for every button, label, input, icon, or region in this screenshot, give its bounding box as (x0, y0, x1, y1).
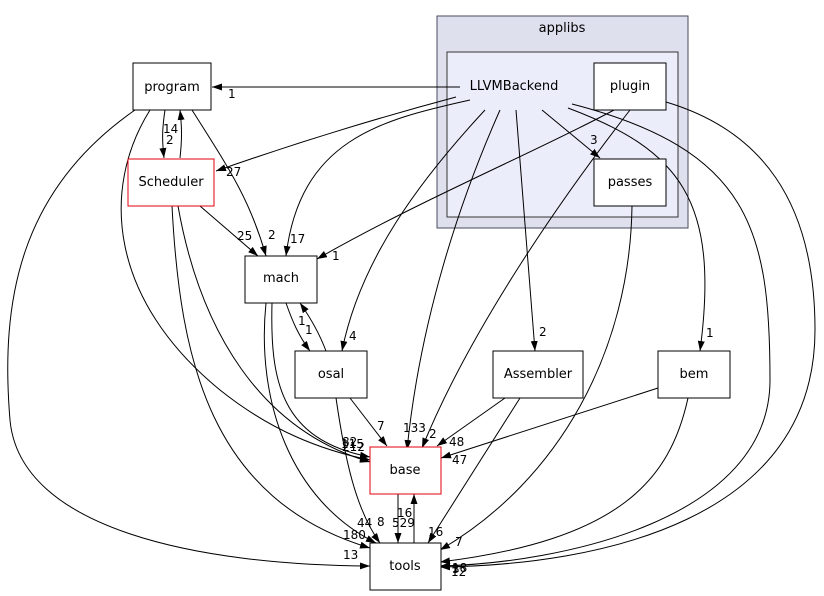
edge-label-scheduler-tools: 180 (343, 528, 366, 542)
edge-llvmbackend-osal[interactable] (340, 109, 486, 352)
edge-label-program-tools: 13 (343, 548, 358, 562)
edge-plugin-mach[interactable] (316, 109, 615, 260)
edge-label-llvmbackend-passes: 3 (590, 133, 598, 147)
edge-label-llvmbackend-tools: 18 (452, 561, 467, 575)
edge-label-llvmbackend-osal: 4 (349, 329, 357, 343)
node-passes-label: passes (608, 175, 653, 190)
edge-label-plugin-mach: 1 (332, 249, 340, 263)
edge-llvmbackend-bem[interactable] (567, 107, 706, 352)
node-assembler[interactable]: Assembler (492, 350, 584, 399)
node-base-label: base (390, 463, 421, 478)
edge-llvmbackend-scheduler[interactable] (215, 96, 457, 172)
edge-label-bem-tools: 7 (455, 535, 463, 549)
edge-scheduler-program[interactable] (177, 109, 185, 159)
edge-label-scheduler-program: 14 (163, 122, 178, 136)
edge-label-osal-base: 7 (377, 419, 385, 433)
edge-label-osal-mach: 1 (298, 314, 306, 328)
edge-osal-base[interactable] (349, 397, 388, 447)
node-bem-label: bem (680, 367, 709, 382)
edge-label-bem-base: 47 (452, 453, 467, 467)
node-assembler-label: Assembler (504, 367, 573, 382)
edge-program-tools[interactable] (7, 109, 371, 570)
edge-llvmbackend-passes[interactable] (541, 109, 601, 159)
edge-label-llvmbackend-mach: 17 (290, 232, 305, 246)
edge-program-base[interactable] (120, 109, 371, 462)
edge-scheduler-tools[interactable] (171, 205, 371, 549)
edge-llvmbackend-base[interactable] (404, 109, 501, 451)
cluster-applibs-label: applibs (539, 21, 586, 36)
edge-label-tools-base: 16 (397, 506, 412, 520)
edge-label-osal-tools: 8 (377, 515, 385, 529)
edge-assembler-base[interactable] (436, 397, 506, 447)
node-scheduler-label: Scheduler (138, 175, 204, 190)
edge-mach-tools[interactable] (263, 302, 377, 544)
edge-label-mach-base: 212 (342, 440, 365, 454)
edge-plugin-tools[interactable] (439, 101, 816, 571)
edge-label-llvmbackend-scheduler: 27 (226, 165, 241, 179)
node-passes[interactable]: passes (593, 158, 667, 207)
edge-bem-base[interactable] (440, 387, 659, 459)
edge-mach-base[interactable] (271, 302, 371, 459)
edge-label-llvmbackend-bem: 1 (706, 326, 714, 340)
node-tools[interactable]: tools (369, 542, 442, 591)
node-plugin-label: plugin (610, 79, 650, 94)
edge-label-scheduler-mach: 25 (237, 229, 252, 243)
edge-assembler-tools[interactable] (427, 397, 521, 544)
edge-label-program-scheduler: 2 (166, 133, 174, 147)
edge-osal-mach[interactable] (299, 302, 327, 352)
node-base[interactable]: base (369, 446, 442, 495)
edge-mach-osal[interactable] (285, 302, 311, 352)
nodes: program Scheduler mach osal base tools A… (127, 62, 731, 591)
edge-label-passes-tools: 3 (452, 562, 460, 576)
node-mach-label: mach (263, 271, 299, 286)
cluster-llvmbackend-label: LLVMBackend (470, 79, 559, 94)
node-bem[interactable]: bem (657, 350, 731, 399)
edge-label-program-mach: 2 (268, 228, 276, 242)
edge-llvmbackend-tools[interactable] (439, 103, 771, 570)
node-program-label: program (144, 80, 200, 95)
edge-label-llvmbackend-base: 133 (403, 421, 426, 435)
node-osal[interactable]: osal (294, 350, 368, 399)
edge-osal-tools[interactable] (335, 397, 381, 544)
edge-label-mach-tools: 44 (357, 516, 372, 530)
edge-passes-tools[interactable] (439, 205, 633, 551)
edge-scheduler-mach[interactable] (199, 205, 259, 257)
edges: 1 27 17 1 4 2 1 3 133 2 18 12 2 14 2 115 (7, 83, 816, 579)
node-osal-label: osal (318, 367, 344, 382)
edge-label-mach-osal: 1 (305, 323, 313, 337)
edge-bem-tools[interactable] (439, 397, 689, 565)
edge-label-assembler-base: 48 (449, 435, 464, 449)
edge-label-llvmbackend-program: 1 (228, 87, 236, 101)
edge-label-program-base: 115 (341, 437, 364, 451)
node-program[interactable]: program (132, 62, 212, 111)
node-mach[interactable]: mach (244, 255, 318, 304)
edge-plugin-base[interactable] (421, 109, 631, 449)
node-plugin[interactable]: plugin (593, 62, 667, 111)
edge-llvmbackend-mach[interactable] (283, 99, 471, 257)
edge-scheduler-base[interactable] (177, 205, 371, 463)
edge-label-llvmbackend-assembler: 2 (539, 325, 547, 339)
edge-label-scheduler-base: 82 (342, 435, 357, 449)
node-scheduler[interactable]: Scheduler (127, 158, 215, 207)
edge-label-assembler-tools: 16 (428, 525, 443, 539)
edge-program-scheduler[interactable] (159, 109, 167, 159)
edge-llvmbackend-assembler[interactable] (515, 109, 538, 352)
edge-label-base-tools: 529 (392, 516, 415, 530)
edge-label-plugin-base: 2 (429, 427, 437, 441)
node-tools-label: tools (389, 559, 421, 574)
edge-program-mach[interactable] (191, 109, 267, 257)
edge-label-plugin-tools: 12 (451, 565, 466, 579)
